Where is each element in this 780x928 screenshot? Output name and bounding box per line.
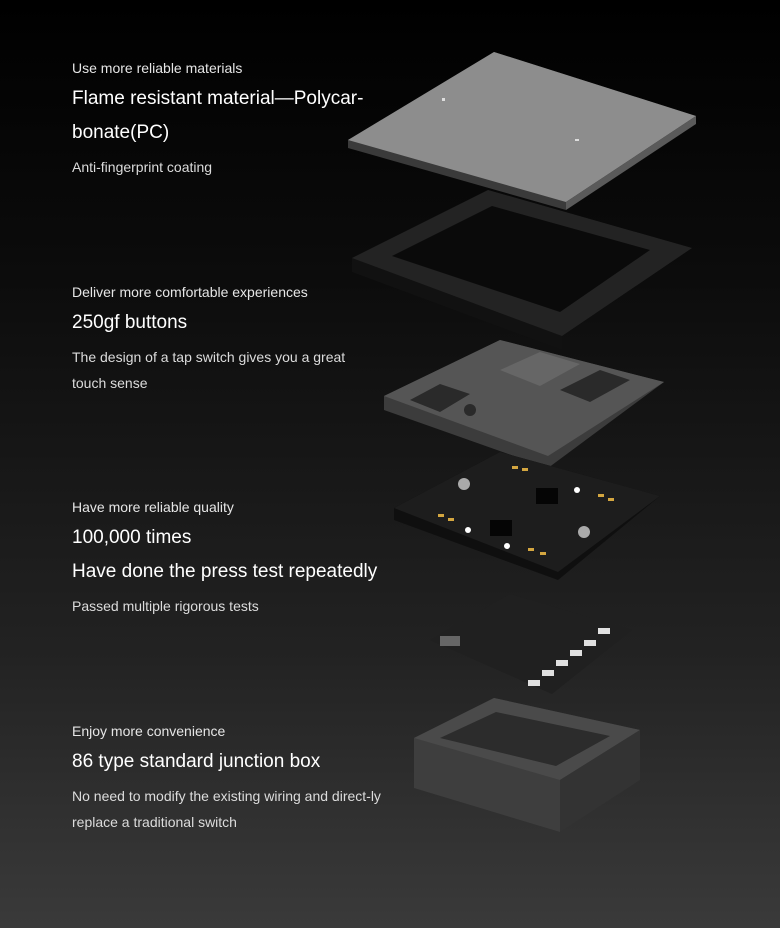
section-kicker: Use more reliable materials [72,60,243,76]
frame [352,190,692,350]
top-panel [348,52,696,210]
section-quality: Have more reliable quality 100,000 times… [72,497,402,619]
junction-box [414,698,640,832]
section-heading: 86 type standard junction box [72,751,321,772]
section-kicker: Enjoy more convenience [72,723,226,739]
section-heading: Flame resistant material—Polycar- bonate… [72,88,364,143]
section-materials: Use more reliable materials Flame resist… [72,58,402,180]
section-description: Passed multiple rigorous tests [72,598,259,614]
section-description: The design of a tap switch gives you a g… [72,349,346,391]
section-kicker: Have more reliable quality [72,499,234,515]
section-description: Anti-fingerprint coating [72,159,213,175]
pcb [394,452,660,580]
section-description: No need to modify the existing wiring an… [72,788,381,830]
section-heading: Have done the press test repeatedly [72,561,378,582]
section-junction-box: Enjoy more convenience 86 type standard … [72,721,402,835]
section-buttons: Deliver more comfortable experiences 250… [72,282,402,396]
section-heading: 100,000 times [72,527,192,548]
section-heading: 250gf buttons [72,312,188,333]
section-kicker: Deliver more comfortable experiences [72,284,308,300]
relay-module [430,594,632,694]
bracket [384,340,664,468]
